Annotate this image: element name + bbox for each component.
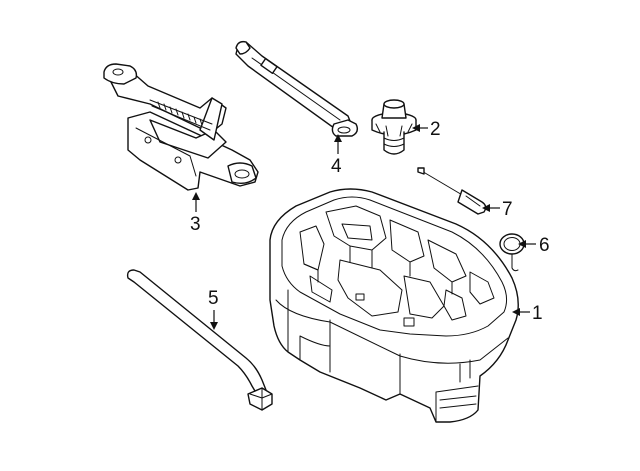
scissor-jack	[103, 63, 259, 191]
callout-6: 6	[539, 235, 550, 256]
callout-3: 3	[190, 214, 201, 235]
storage-tray	[269, 188, 519, 423]
callout-labels: 1 2 3 4 5 6 7	[190, 119, 550, 324]
hold-down-bolt	[371, 99, 417, 155]
callout-5: 5	[208, 288, 219, 309]
extension-bar	[126, 269, 273, 411]
callout-7: 7	[502, 199, 513, 220]
callout-leaders	[192, 124, 536, 330]
screwdriver	[417, 167, 487, 215]
jack-handle	[235, 40, 359, 137]
callout-1: 1	[532, 303, 543, 324]
hook	[499, 233, 525, 272]
callout-2: 2	[430, 119, 441, 140]
callout-4: 4	[331, 156, 342, 177]
